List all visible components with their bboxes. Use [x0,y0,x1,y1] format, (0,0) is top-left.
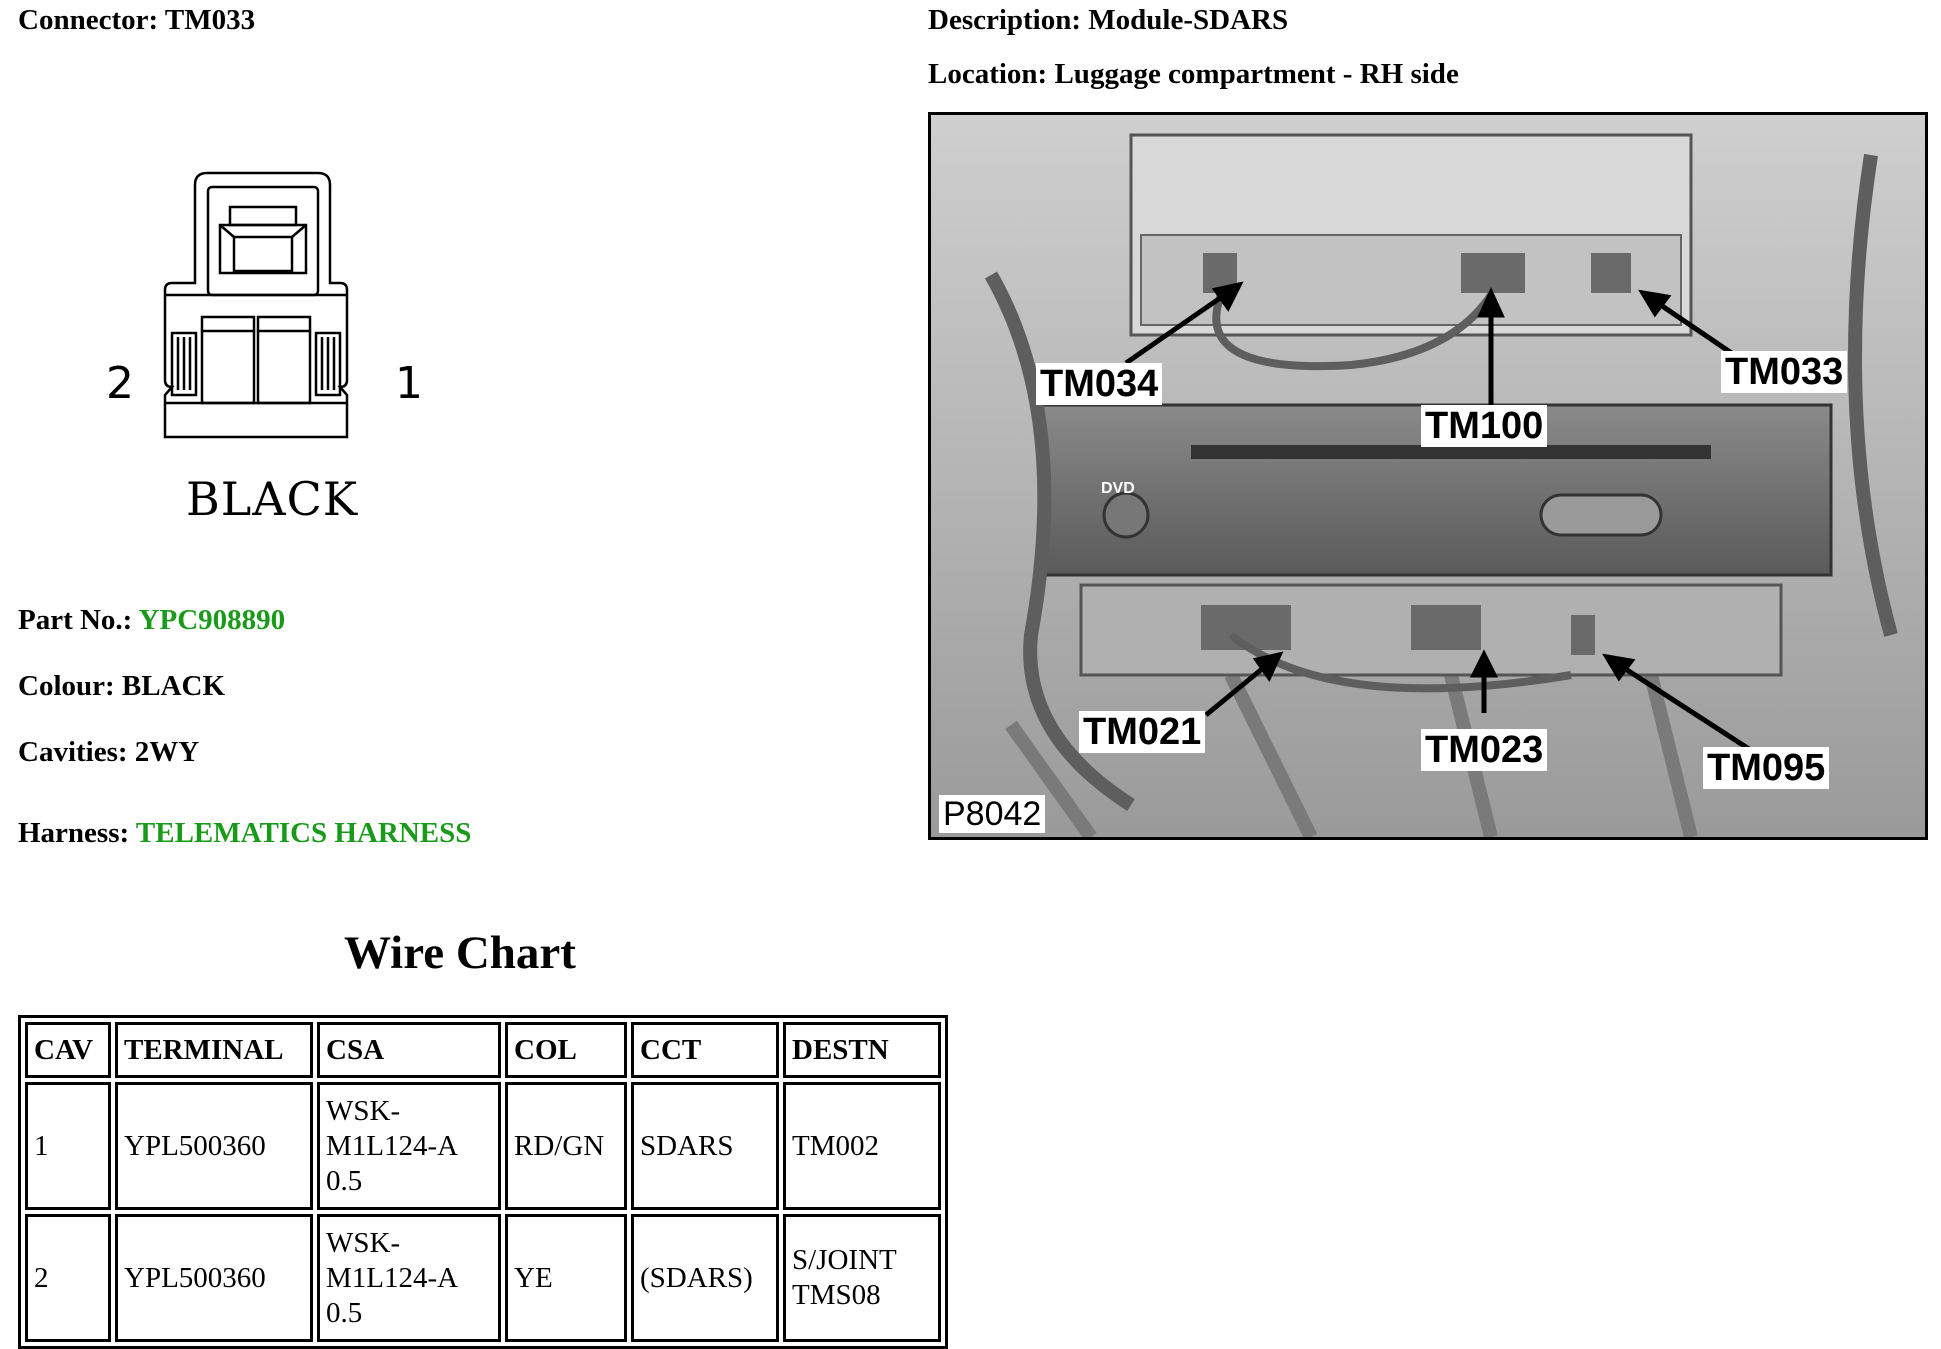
cell-destn: S/JOINT TMS08 [783,1214,941,1342]
location-field: Location: Luggage compartment - RH side [928,58,1459,91]
cell-cav: 1 [25,1082,111,1210]
connector-face-diagram [163,171,349,439]
wire-chart-title: Wire Chart [344,927,576,979]
connector-field: Connector: TM033 [18,4,255,37]
table-row: 1 YPL500360 WSK- M1L124-A 0.5 RD/GN SDAR… [25,1082,941,1210]
callout-tm021: TM021 [1079,711,1206,753]
cell-csa-line: 0.5 [326,1164,363,1197]
cell-cct: (SDARS) [631,1214,779,1342]
connector-label: Connector: [18,4,159,36]
callout-tm033: TM033 [1721,351,1848,393]
cell-col: RD/GN [505,1082,627,1210]
colour-value: BLACK [121,670,226,702]
callout-tm034: TM034 [1036,363,1163,405]
col-header-cav: CAV [25,1022,111,1078]
cell-csa-line: WSK- [326,1094,401,1127]
col-header-col: COL [505,1022,627,1078]
description-field: Description: Module-SDARS [928,4,1288,37]
cell-destn: TM002 [783,1082,941,1210]
callout-tm095: TM095 [1703,747,1830,789]
wire-chart-header-row: CAV TERMINAL CSA COL CCT DESTN [25,1022,941,1078]
location-label: Location: [928,58,1048,90]
callout-tm100: TM100 [1421,405,1548,447]
cell-cct: SDARS [631,1082,779,1210]
pin-number-2: 2 [106,358,134,409]
cell-destn-line: TM002 [792,1129,879,1162]
col-header-terminal: TERMINAL [115,1022,313,1078]
harness-link[interactable]: TELEMATICS HARNESS [135,817,472,849]
cell-terminal: YPL500360 [115,1082,313,1210]
cell-csa-line: M1L124-A [326,1261,459,1294]
part-no-field: Part No.: YPC908890 [18,604,285,637]
part-no-link[interactable]: YPC908890 [138,604,286,636]
description-label: Description: [928,4,1082,36]
location-value: Luggage compartment - RH side [1054,58,1459,90]
cell-csa-line: WSK- [326,1226,401,1259]
dvd-logo: DVD [1101,480,1135,497]
location-photo: DVD TM034 TM100 TM033 TM021 TM023 TM095 … [928,112,1928,840]
cavities-value: 2WY [134,736,200,768]
col-header-cct: CCT [631,1022,779,1078]
cell-cav: 2 [25,1214,111,1342]
cell-csa: WSK- M1L124-A 0.5 [317,1082,501,1210]
pin-number-1: 1 [395,358,423,409]
col-header-csa: CSA [317,1022,501,1078]
cell-csa: WSK- M1L124-A 0.5 [317,1214,501,1342]
cell-col: YE [505,1214,627,1342]
colour-field: Colour: BLACK [18,670,225,703]
photo-reference-code: P8042 [939,795,1046,833]
harness-field: Harness: TELEMATICS HARNESS [18,817,471,850]
table-row: 2 YPL500360 WSK- M1L124-A 0.5 YE (SDARS)… [25,1214,941,1342]
connector-colour-label: BLACK [186,472,359,526]
cell-csa-line: M1L124-A [326,1129,459,1162]
cell-destn-line: TMS08 [792,1279,881,1311]
cell-terminal: YPL500360 [115,1214,313,1342]
colour-label: Colour: [18,670,115,702]
cell-csa-line: 0.5 [326,1296,363,1329]
cell-destn-line: S/JOINT [792,1244,897,1276]
cavities-field: Cavities: 2WY [18,736,199,769]
description-value: Module-SDARS [1088,4,1289,36]
connector-value: TM033 [164,4,256,36]
col-header-destn: DESTN [783,1022,941,1078]
part-no-label: Part No.: [18,604,133,636]
callout-tm023: TM023 [1421,729,1548,771]
harness-label: Harness: [18,817,130,849]
cavities-label: Cavities: [18,736,128,768]
wire-chart-table: CAV TERMINAL CSA COL CCT DESTN 1 YPL5003… [18,1015,948,1349]
